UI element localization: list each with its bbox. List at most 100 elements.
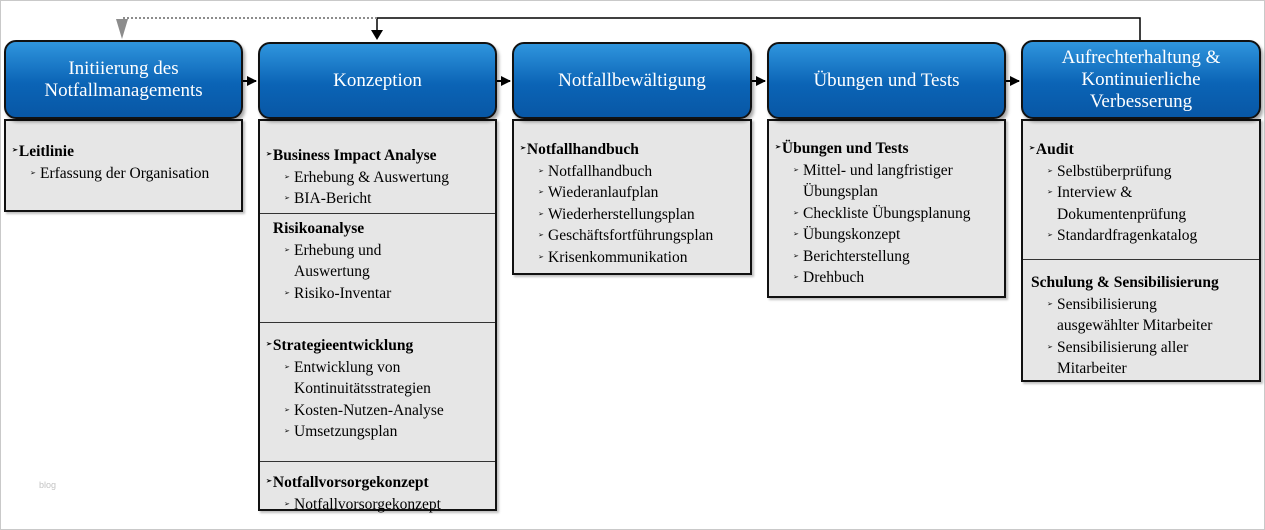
phase-title: Initiierung des Notfallmanagements <box>44 57 203 101</box>
phase-content-notfallbewaeltigung: ➢Notfallhandbuch ➢Notfallhandbuch ➢Wiede… <box>512 119 752 275</box>
bullet-icon: ➢ <box>1047 299 1053 308</box>
section-notfallhandbuch: ➢Notfallhandbuch ➢Notfallhandbuch ➢Wiede… <box>514 139 750 272</box>
list-item: ➢Übungskonzept <box>769 224 1004 246</box>
phase-header-initiierung: Initiierung des Notfallmanagements <box>4 40 243 119</box>
section-uebungen-und-tests: ➢Übungen und Tests ➢ Mittel- und langfris… <box>769 138 1004 293</box>
list-item: ➢Erfassung der Organisation <box>6 163 241 185</box>
section-heading: ➢Business Impact Analyse <box>260 145 495 167</box>
list-item: ➢ Standardfragenkatalog <box>1023 225 1259 247</box>
bullet-icon: ➢ <box>284 288 290 297</box>
bullet-icon: ➢ <box>1047 342 1053 351</box>
item-text: Wiederanlaufplan <box>548 184 659 201</box>
section-heading: ➢Audit <box>1023 139 1259 161</box>
section-heading: ➢Notfallvorsorgekonzept <box>260 472 495 494</box>
section-heading: ➢Strategieentwicklung <box>260 335 495 357</box>
feedback-loop-dotted-head <box>116 19 128 39</box>
feedback-loop-solid-head <box>371 30 383 40</box>
phase-content-initiierung: ➢Leitlinie ➢Erfassung der Organisation <box>4 119 243 212</box>
bullet-icon: ➢ <box>284 172 290 181</box>
bullet-icon: ➢ <box>775 143 781 151</box>
bullet-icon: ➢ <box>793 273 799 281</box>
item-text: Erhebung und Auswertung <box>294 241 382 281</box>
item-text: Entwicklung von Kontinuitätsstrategien <box>294 358 431 398</box>
phase-title: Konzeption <box>333 69 422 91</box>
heading-text: Notfallhandbuch <box>526 141 639 158</box>
item-text: Risiko-Inventar <box>294 284 392 302</box>
list-item: ➢Checkliste Übungsplanung <box>769 203 1004 225</box>
list-item: ➢ Drehbuch <box>769 267 1004 289</box>
bullet-icon: ➢ <box>284 362 290 371</box>
item-text: Notfallhandbuch <box>548 162 653 180</box>
section-audit: ➢Audit ➢Selbstüberprüfung ➢Interview & D… <box>1023 139 1259 259</box>
watermark-text: blog <box>39 480 57 490</box>
list-item: ➢ Risiko-Inventar <box>260 283 495 305</box>
phase-header-uebungen: Übungen und Tests <box>767 42 1006 119</box>
section-bia: ➢Business Impact Analyse ➢Erhebung & Aus… <box>260 145 495 213</box>
item-text: Sensibilisierung ausgewählter Mitarbeite… <box>1057 295 1213 335</box>
bullet-icon: ➢ <box>538 252 544 261</box>
bullet-icon: ➢ <box>266 340 272 348</box>
bullet-icon: ➢ <box>266 477 272 485</box>
list-item: ➢Berichterstellung <box>769 246 1004 268</box>
phase-title: Aufrechterhaltung & Kontinuierliche Verb… <box>1061 46 1221 112</box>
phase-content-aufrechterhaltung: ➢Audit ➢Selbstüberprüfung ➢Interview & D… <box>1021 119 1261 382</box>
phase-title: Notfallbewältigung <box>558 69 706 91</box>
list-item: ➢ Notfallhandbuch <box>514 161 750 183</box>
section-schulung: Schulung & Sensibilisierung ➢ Sensibilisi… <box>1023 259 1259 384</box>
section-heading: ➢Risikoanalyse <box>260 218 495 240</box>
item-text: Selbstüberprüfung <box>1057 162 1172 180</box>
item-text: Drehbuch <box>803 269 865 286</box>
bullet-icon: ➢ <box>284 499 290 508</box>
item-text: Umsetzungsplan <box>294 423 398 440</box>
heading-text: Risikoanalyse <box>272 220 365 237</box>
item-text: BIA-Bericht <box>294 190 372 207</box>
item-text: Kosten-Nutzen-Analyse <box>294 401 444 419</box>
item-text: Übungskonzept <box>803 226 901 243</box>
bullet-icon: ➢ <box>520 144 526 152</box>
item-text: Standardfragenkatalog <box>1057 227 1198 244</box>
heading-text: Business Impact Analyse <box>272 147 437 164</box>
list-item: ➢ Kosten-Nutzen-Analyse <box>260 400 495 422</box>
bullet-icon: ➢ <box>284 245 290 254</box>
bullet-icon: ➢ <box>12 146 18 154</box>
item-text: Wiederherstellungsplan <box>548 205 695 223</box>
item-text: Notfallvorsorgekonzept <box>294 495 441 513</box>
section-heading: ➢Übungen und Tests <box>769 138 1004 160</box>
section-heading: ➢Leitlinie <box>6 141 241 163</box>
heading-text: Leitlinie <box>18 143 74 160</box>
feedback-loop-solid <box>376 17 1141 40</box>
list-item: ➢ Sensibilisierung ausgewählter Mitarbeit… <box>1023 294 1259 337</box>
bullet-icon: ➢ <box>793 165 799 174</box>
phase-content-konzeption: ➢Business Impact Analyse ➢Erhebung & Aus… <box>258 119 497 513</box>
bullet-icon: ➢ <box>1047 188 1053 196</box>
list-item: ➢ BIA-Bericht <box>260 188 495 210</box>
item-text: Sensibilisierung aller Mitarbeiter <box>1057 338 1189 378</box>
list-item: ➢ Sensibilisierung aller Mitarbeiter <box>1023 337 1259 380</box>
list-item: ➢ Selbstüberprüfung <box>1023 161 1259 183</box>
section-risikoanalyse: ➢Risikoanalyse ➢Erhebung und Auswertung … <box>260 213 495 322</box>
item-text: Erfassung der Organisation <box>40 164 210 182</box>
phase-title: Übungen und Tests <box>813 69 960 91</box>
item-text: Erhebung & Auswertung <box>294 168 449 186</box>
phase-content-uebungen: ➢Übungen und Tests ➢ Mittel- und langfris… <box>767 119 1006 298</box>
item-text: Mittel- und langfristiger Übungsplan <box>803 161 953 201</box>
bullet-icon: ➢ <box>538 231 544 239</box>
section-leitlinie: ➢Leitlinie ➢Erfassung der Organisation <box>6 141 241 188</box>
bullet-icon: ➢ <box>1047 231 1053 239</box>
item-text: Berichterstellung <box>803 247 910 265</box>
item-text: Krisenkommunikation <box>548 248 688 266</box>
list-item: ➢Umsetzungsplan <box>260 421 495 443</box>
bullet-icon: ➢ <box>538 188 544 196</box>
section-heading: ➢Notfallhandbuch <box>514 139 750 161</box>
heading-text: Schulung & Sensibilisierung <box>1031 274 1219 291</box>
feedback-loop-dotted <box>121 17 377 26</box>
bullet-icon: ➢ <box>284 405 290 414</box>
bullet-icon: ➢ <box>1047 166 1053 175</box>
item-text: Geschäftsfortführungsplan <box>548 227 714 244</box>
bullet-icon: ➢ <box>266 150 272 158</box>
list-item: ➢ Geschäftsfortführungsplan <box>514 225 750 247</box>
bullet-icon: ➢ <box>793 208 799 217</box>
bullet-icon: ➢ <box>538 166 544 175</box>
bullet-icon: ➢ <box>284 194 290 202</box>
